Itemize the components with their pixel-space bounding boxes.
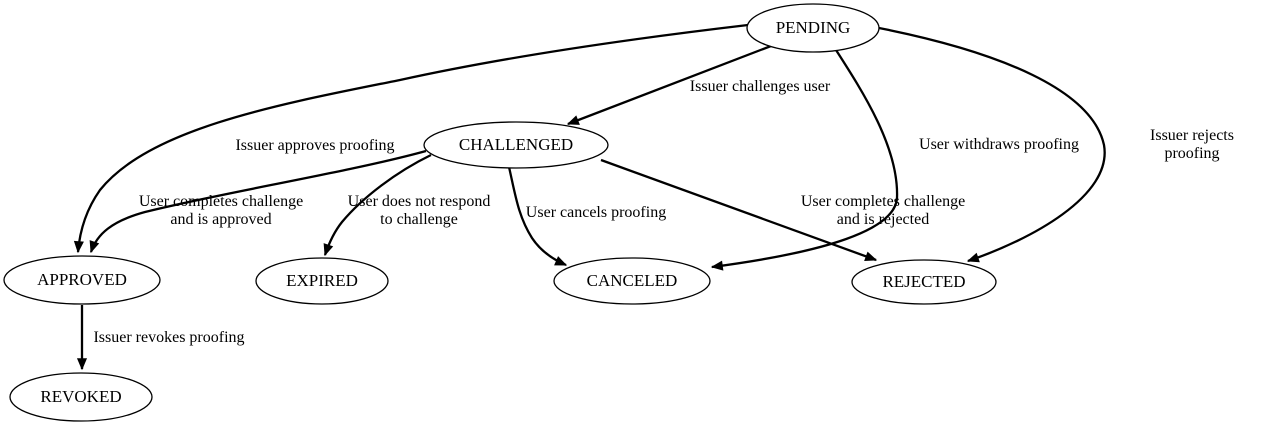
- edge-label-pending-canceled: User withdraws proofing: [919, 136, 1079, 154]
- node-label-challenged: CHALLENGED: [458, 135, 574, 154]
- edge-challenged-approved: [89, 149, 427, 254]
- state-nodes: [3, 3, 997, 422]
- node-label-revoked: REVOKED: [40, 387, 122, 406]
- node-pending: [746, 3, 880, 53]
- edge-pending-canceled: [710, 49, 899, 271]
- transition-edges: [73, 23, 1106, 371]
- node-approved: [3, 255, 161, 305]
- edge-pending-approved: [73, 23, 749, 254]
- edge-label-challenged-approved: User completes challenge and is approved: [138, 193, 304, 228]
- node-canceled: [553, 257, 711, 305]
- edge-label-challenged-rejected: User completes challenge and is rejected: [800, 193, 966, 228]
- node-label-approved: APPROVED: [37, 270, 127, 289]
- node-revoked: [9, 372, 153, 422]
- edge-label-challenged-canceled: User cancels proofing: [525, 204, 667, 222]
- edge-label-pending-approved: Issuer approves proofing: [235, 137, 395, 155]
- node-label-expired: EXPIRED: [286, 271, 358, 290]
- edge-pending-challenged: [566, 44, 772, 126]
- edge-challenged-expired: [323, 153, 432, 257]
- node-label-rejected: REJECTED: [882, 272, 966, 291]
- edge-challenged-canceled: [507, 166, 568, 267]
- node-label-canceled: CANCELED: [586, 271, 678, 290]
- edge-label-approved-revoked: Issuer revokes proofing: [93, 329, 245, 347]
- node-rejected: [851, 259, 997, 305]
- edge-label-pending-challenged: Issuer challenges user: [689, 78, 831, 96]
- node-expired: [255, 257, 389, 305]
- edge-pending-rejected: [878, 26, 1106, 263]
- edge-label-challenged-expired: User does not respond to challenge: [347, 193, 491, 228]
- node-challenged: [423, 121, 609, 169]
- edge-label-pending-rejected: Issuer rejects proofing: [1150, 127, 1234, 162]
- node-label-pending: PENDING: [775, 18, 851, 37]
